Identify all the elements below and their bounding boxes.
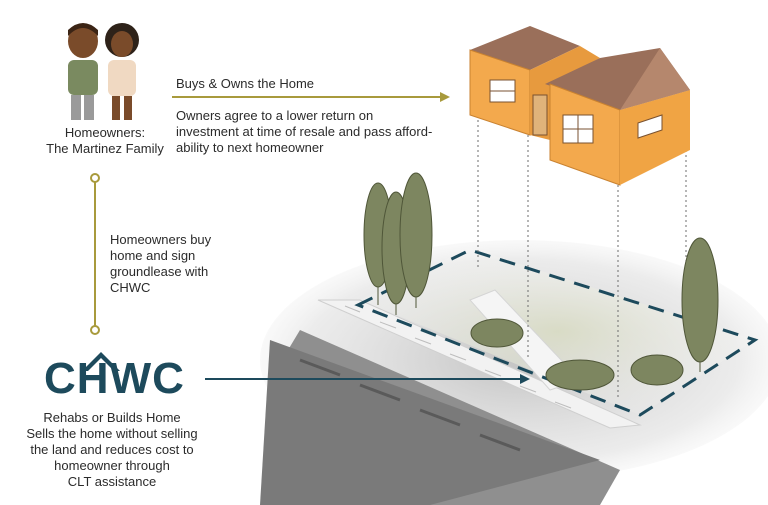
- homeowners-caption-line1: Homeowners:: [64, 125, 146, 140]
- homeowner-figure-woman: [105, 23, 139, 120]
- chwc-logo: CHWC: [44, 355, 185, 403]
- resale-note-line: Owners agree to a lower return on: [176, 108, 374, 123]
- chwc-caption-line: Rehabs or Builds Home: [43, 410, 181, 425]
- groundlease-note-line: Homeowners buy: [110, 232, 212, 247]
- chwc-caption-line: homeowner through: [54, 458, 170, 473]
- groundlease-note-line: groundlease with: [110, 264, 209, 279]
- chwc-caption-line: CLT assistance: [67, 474, 157, 489]
- logo-roof-icon: [82, 352, 120, 371]
- shrubs: [470, 318, 684, 391]
- homeowners-caption: Homeowners: The Martinez Family: [40, 125, 170, 157]
- vertical-connector: [90, 173, 100, 335]
- logo-letter-c: C: [44, 354, 77, 403]
- logo-letters-wc: WC: [109, 354, 185, 403]
- tree-right: [681, 237, 719, 372]
- chwc-caption-line: Sells the home without selling: [26, 426, 198, 441]
- sidewalk: [317, 299, 642, 429]
- homeowner-figure-man: [68, 23, 98, 120]
- chwc-arrow: [205, 374, 530, 384]
- house-illustration: [469, 26, 690, 186]
- street-lower: [260, 340, 600, 505]
- street-lane-marks: [299, 358, 521, 452]
- lot-boundary: [354, 248, 759, 417]
- logo-letter-h: H: [76, 354, 110, 403]
- trees-left: [363, 172, 433, 315]
- groundlease-note: Homeowners buy home and sign groundlease…: [110, 232, 250, 296]
- sidewalk-joints: [344, 305, 572, 409]
- chwc-caption-line: the land and reduces cost to: [30, 442, 194, 457]
- groundlease-note-line: CHWC: [110, 280, 151, 295]
- resale-note-line: investment at time of resale and pass af…: [176, 124, 433, 139]
- groundlease-note-line: home and sign: [110, 248, 196, 263]
- resale-note-line: ability to next homeowner: [176, 140, 324, 155]
- homeowners-caption-line2: The Martinez Family: [46, 141, 164, 156]
- chwc-caption: Rehabs or Builds Home Sells the home wit…: [22, 410, 202, 490]
- buys-owns-label: Buys & Owns the Home: [176, 76, 314, 91]
- resale-note: Owners agree to a lower return on invest…: [176, 108, 466, 156]
- buys-owns-arrow: [172, 92, 450, 102]
